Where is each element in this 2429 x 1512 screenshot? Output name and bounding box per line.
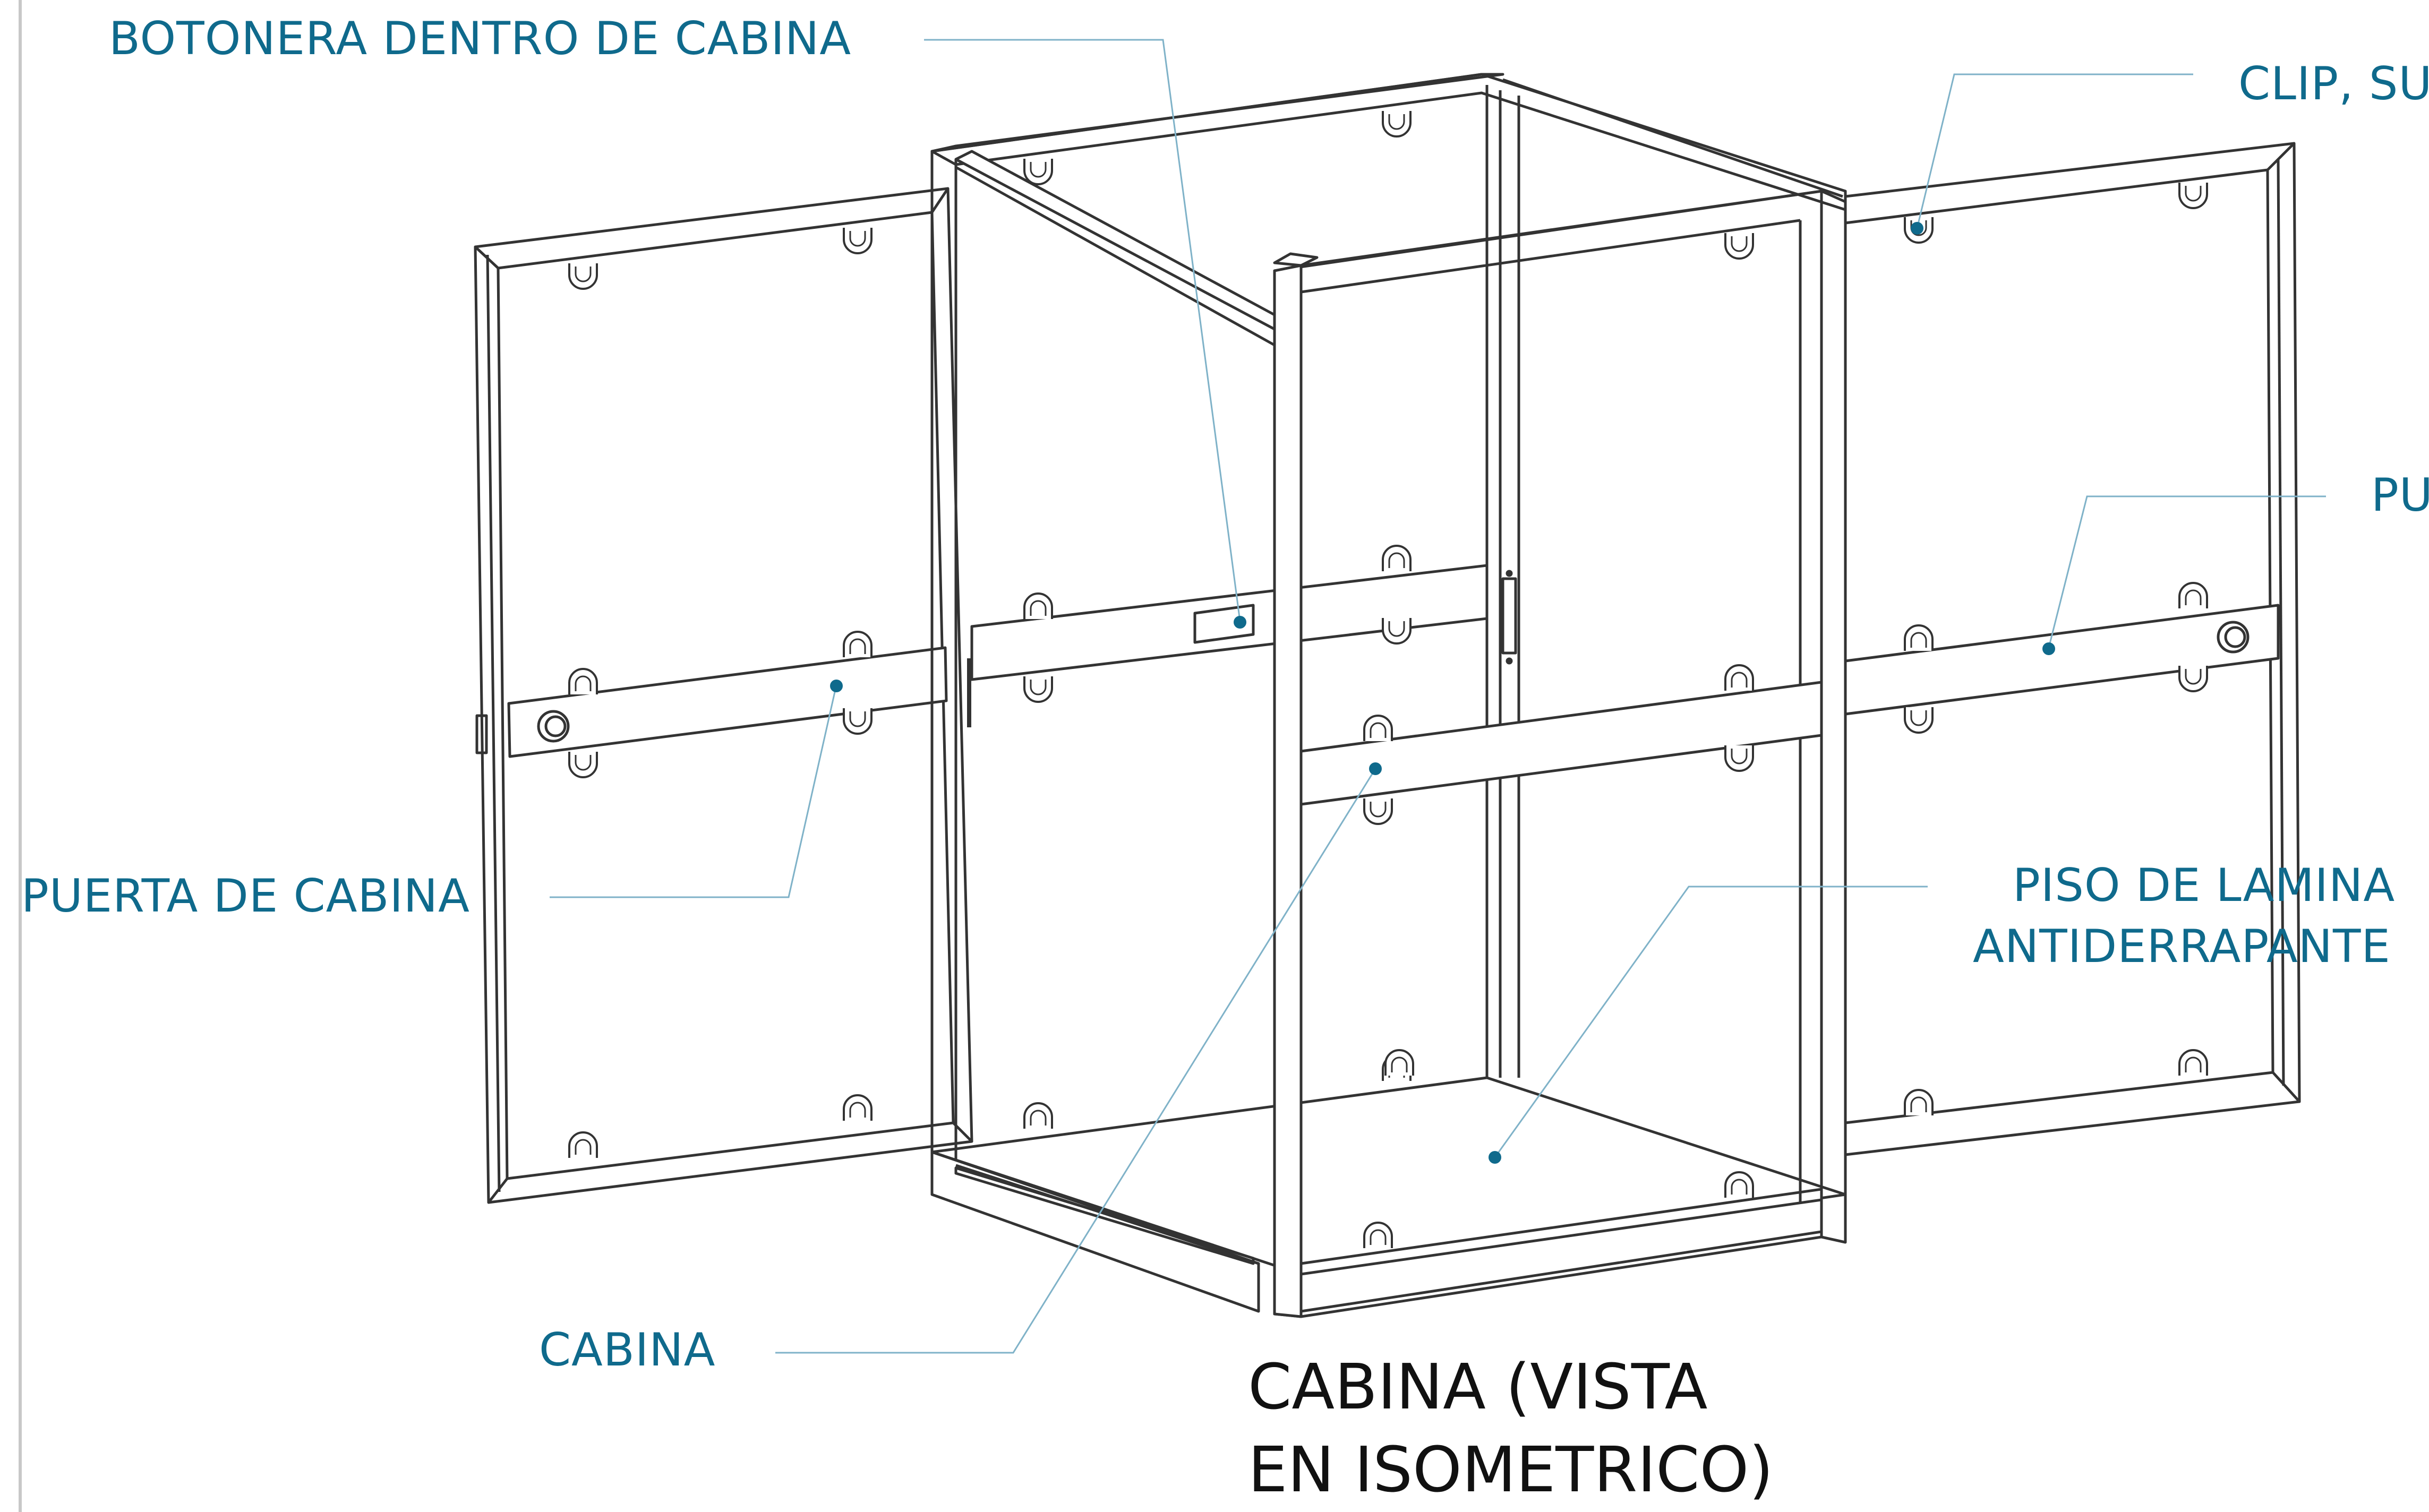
callout-leaders bbox=[550, 39, 2326, 1354]
right-door-panel bbox=[1844, 142, 2301, 1156]
dot-pu bbox=[2042, 642, 2055, 655]
leader-botonera bbox=[924, 39, 1241, 622]
label-pu: PU bbox=[2371, 469, 2429, 522]
left-door-panel bbox=[474, 187, 973, 1204]
leader-cabina bbox=[775, 768, 1376, 1354]
title-line-1: CABINA (VISTA bbox=[1248, 1350, 1708, 1423]
drawing-title: CABINA (VISTA EN ISOMETRICO) bbox=[1248, 1346, 1773, 1511]
leader-pu bbox=[2048, 495, 2326, 648]
door-handle bbox=[1501, 570, 1517, 665]
dot-cabina bbox=[1369, 762, 1382, 775]
label-piso-line1: PISO DE LAMINA bbox=[2013, 859, 2396, 912]
dot-botonera bbox=[1234, 616, 1246, 629]
callout-dots bbox=[830, 222, 2055, 1164]
title-line-2: EN ISOMETRICO) bbox=[1248, 1432, 1774, 1506]
leader-puerta bbox=[550, 684, 837, 898]
cabin-top-frame bbox=[930, 73, 1847, 1195]
label-cabina: CABINA bbox=[539, 1324, 716, 1377]
dot-piso bbox=[1489, 1151, 1501, 1164]
dot-clip bbox=[1911, 222, 1923, 235]
cabin-back-bar bbox=[967, 111, 1489, 1129]
leader-piso bbox=[1494, 886, 1928, 1158]
cabin-floor bbox=[930, 1076, 1847, 1313]
label-clip: CLIP, SU bbox=[2238, 57, 2429, 110]
cabin-front-wall bbox=[1273, 190, 1847, 1318]
dot-puerta bbox=[830, 680, 843, 692]
label-botonera: BOTONERA DENTRO DE CABINA bbox=[109, 12, 852, 65]
label-piso-line2: ANTIDERRAPANTE bbox=[1973, 920, 2391, 973]
leader-clip bbox=[1916, 73, 2193, 229]
label-puerta: PUERTA DE CABINA bbox=[21, 870, 470, 923]
